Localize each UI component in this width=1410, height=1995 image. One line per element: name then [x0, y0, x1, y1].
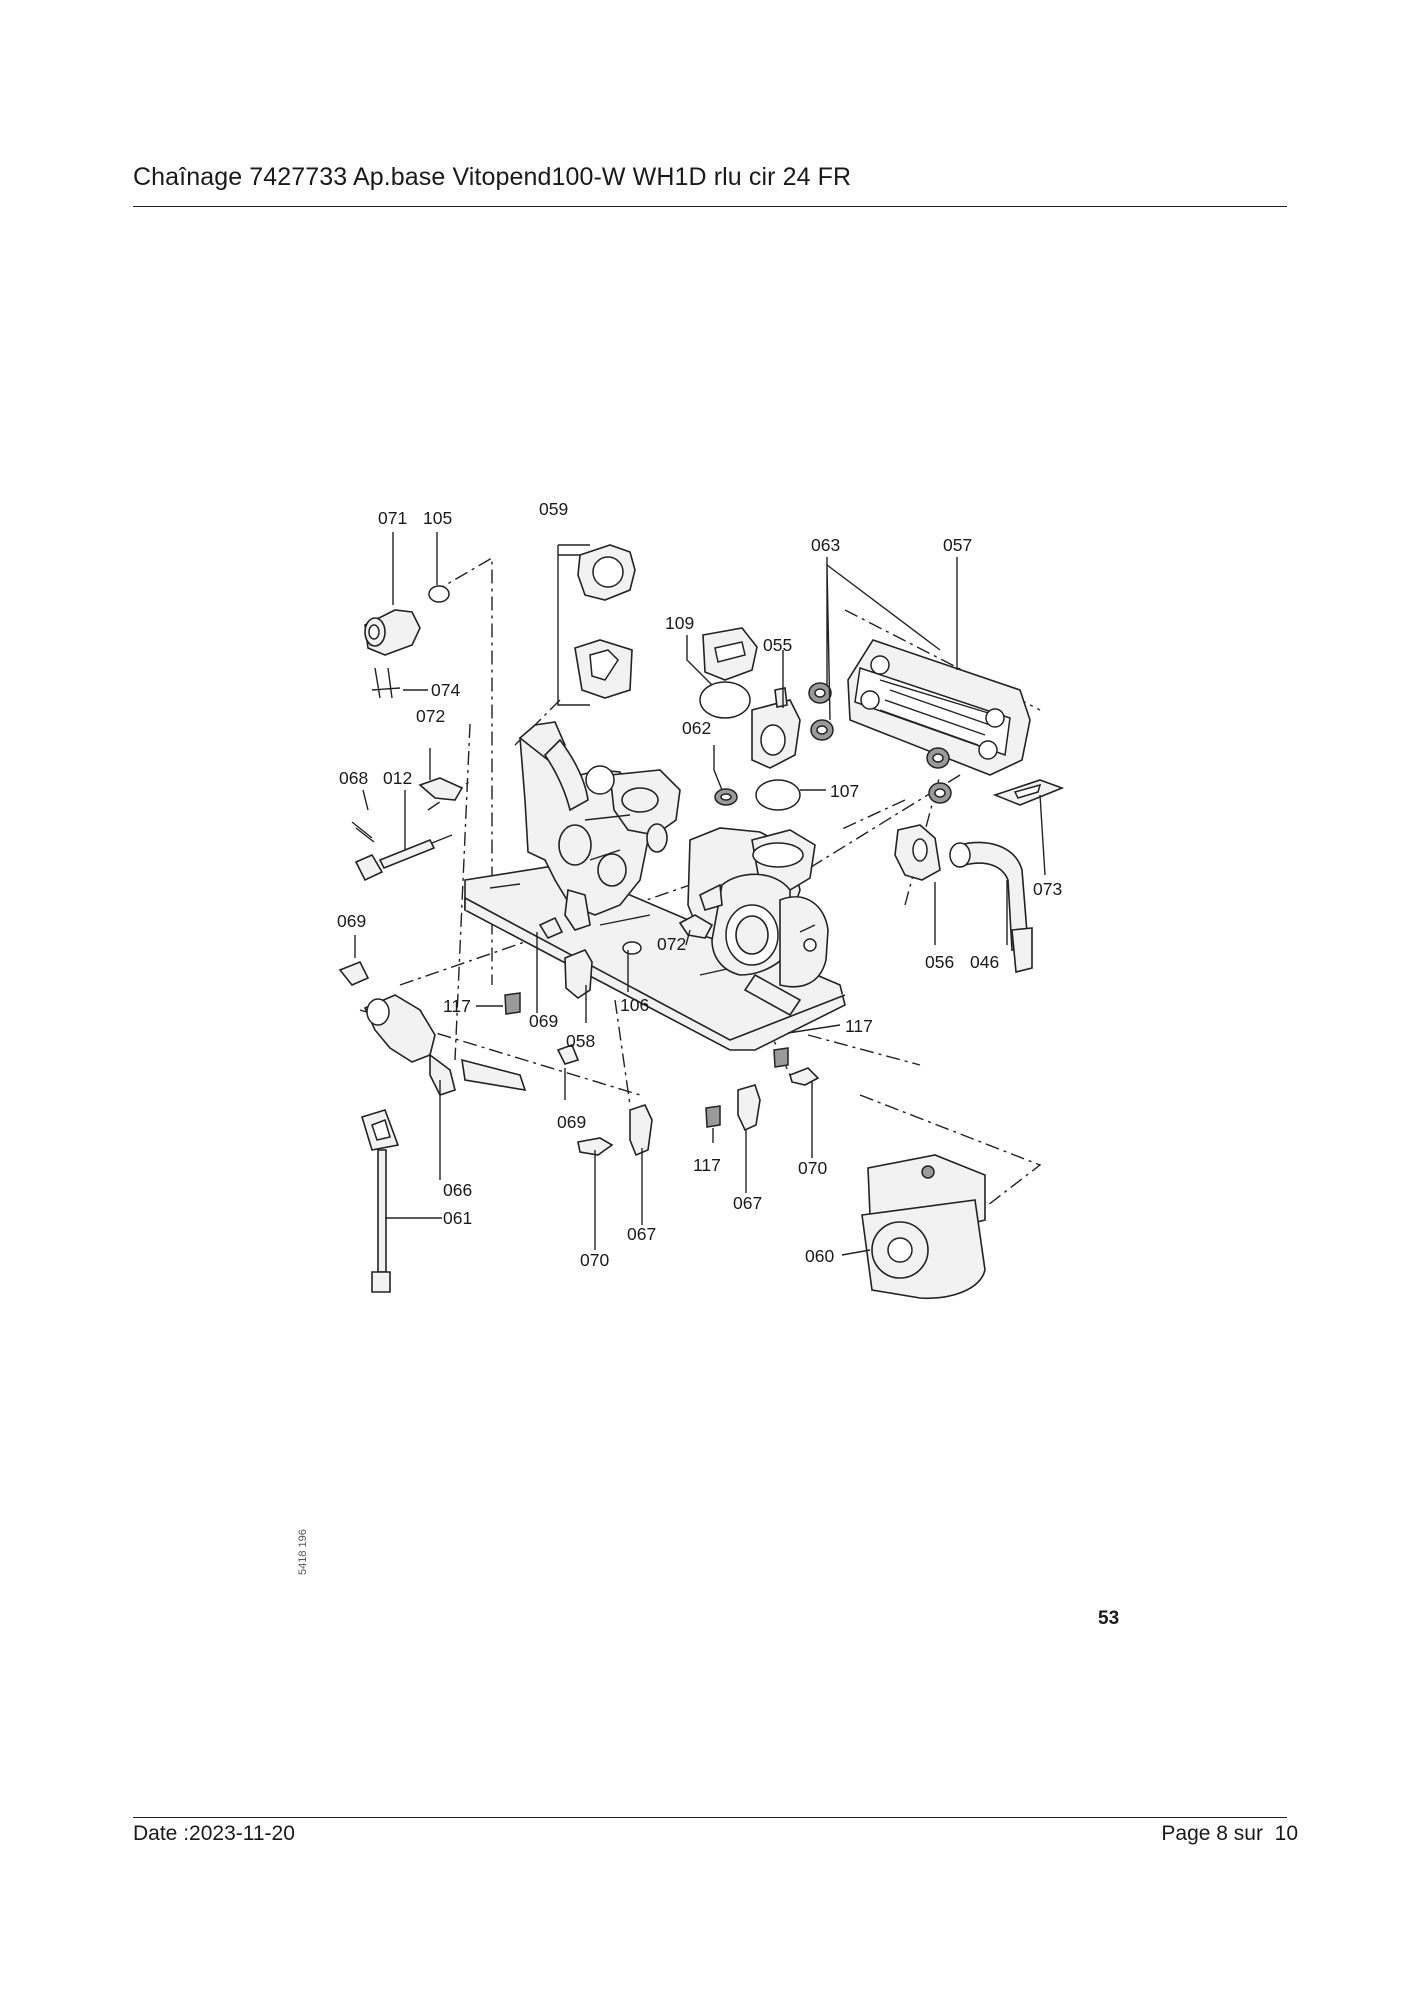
label-069: 069 — [529, 1011, 558, 1031]
header-rule — [133, 206, 1287, 207]
label-070: 070 — [580, 1250, 609, 1270]
part-105-o-ring — [428, 585, 450, 603]
footer-page-number: Page 8 sur 10 — [1161, 1822, 1298, 1845]
part-073-clip — [992, 779, 1065, 806]
label-063: 063 — [811, 535, 840, 555]
label-117: 117 — [693, 1155, 721, 1175]
label-012: 012 — [383, 768, 412, 788]
part-058-sensor-plug — [564, 949, 593, 999]
part-labels: 071 105 059 063 057 109 055 074 072 062 … — [337, 499, 1062, 1270]
label-105: 105 — [423, 508, 452, 528]
label-109: 109 — [665, 613, 694, 633]
label-056: 056 — [925, 952, 954, 972]
part-069-clip — [338, 916, 580, 1065]
label-057: 057 — [943, 535, 972, 555]
label-071: 071 — [378, 508, 407, 528]
sheet-number: 53 — [1098, 1608, 1120, 1629]
part-109-o-ring — [699, 681, 751, 719]
label-117: 117 — [845, 1016, 873, 1036]
part-066-filling-valve — [363, 994, 527, 1096]
part-062-gasket — [714, 788, 738, 806]
part-107-o-ring — [755, 779, 801, 811]
part-071-valve-insert — [364, 609, 421, 656]
label-066: 066 — [443, 1180, 472, 1200]
part-012-temperature-sensor — [354, 834, 453, 882]
label-061: 061 — [443, 1208, 472, 1228]
label-073: 073 — [1033, 879, 1062, 899]
label-072: 072 — [416, 706, 445, 726]
label-046: 046 — [970, 952, 999, 972]
part-072b-clip — [678, 914, 714, 939]
part-117-screws — [504, 992, 789, 1128]
document-title: Chaînage 7427733 Ap.base Vitopend100-W W… — [133, 163, 852, 191]
label-068: 068 — [339, 768, 368, 788]
part-072-clip — [418, 777, 464, 801]
part-055-pressure-sensor — [751, 687, 801, 769]
label-067: 067 — [733, 1193, 762, 1213]
footer-date: Date :2023-11-20 — [133, 1822, 295, 1845]
hydraulic-block-left — [518, 721, 681, 931]
part-106-o-ring — [622, 941, 642, 955]
part-056-valve — [894, 824, 941, 881]
footer-rule — [133, 1817, 1287, 1818]
label-117: 117 — [443, 996, 471, 1016]
part-060-circulation-pump — [861, 1154, 986, 1300]
label-070: 070 — [798, 1158, 827, 1178]
part-109-cover — [702, 627, 758, 681]
part-046-pipe — [949, 841, 1033, 974]
part-068-clip — [351, 821, 375, 843]
label-069: 069 — [557, 1112, 586, 1132]
label-074: 074 — [431, 680, 460, 700]
label-107: 107 — [830, 781, 859, 801]
label-062: 062 — [682, 718, 711, 738]
label-072: 072 — [657, 934, 686, 954]
part-067-connector-right — [737, 1067, 820, 1132]
part-067-connector-left — [577, 1104, 653, 1157]
label-055: 055 — [763, 635, 792, 655]
label-060: 060 — [805, 1246, 834, 1266]
hydraulic-block-right — [687, 827, 829, 1017]
part-059-valve-actuator — [574, 544, 636, 699]
part-061-tool — [361, 1109, 400, 1293]
label-067: 067 — [627, 1224, 656, 1244]
part-074-clip — [371, 667, 401, 699]
leader-lines — [354, 532, 1046, 1256]
label-058: 058 — [566, 1031, 595, 1051]
label-069: 069 — [337, 911, 366, 931]
label-106: 106 — [620, 995, 649, 1015]
part-063-seals — [808, 682, 952, 804]
figure-code: 5418 196 — [297, 1529, 309, 1575]
label-059: 059 — [539, 499, 568, 519]
part-057-plate-heat-exchanger — [847, 639, 1031, 776]
